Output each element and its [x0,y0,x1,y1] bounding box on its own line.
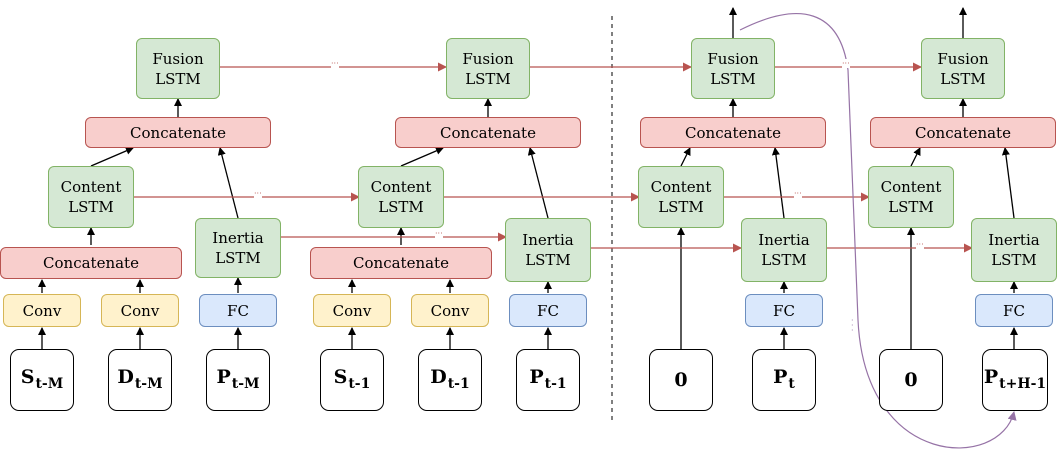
inertia-lstm-4: Inertia LSTM [971,218,1057,282]
conv-4: Conv [411,294,489,327]
input-label: Pt-1 [529,365,567,392]
fusion-lstm-2: Fusion LSTM [446,38,530,99]
fc-label: FC [537,301,559,320]
conv-3: Conv [313,294,391,327]
input-d-t-minus-m: Dt-M [108,349,172,411]
fusion-lstm-label-line2: LSTM [940,69,986,88]
concat-label: Concatenate [685,123,781,142]
fc-label: FC [1003,301,1025,320]
ellipsis-content-2: ··· [794,189,802,198]
inertia-lstm-1: Inertia LSTM [195,218,281,278]
input-label: Pt+H-1 [983,365,1047,392]
ellipsis-feedback: ··· [851,316,854,335]
input-s-t-minus-1: St-1 [320,349,384,411]
content-lstm-label-line1: Content [60,178,122,196]
conv-label: Conv [120,301,160,320]
concat-bottom-1: Concatenate [0,247,182,279]
fusion-lstm-label-line1: Fusion [152,49,204,68]
fusion-lstm-1: Fusion LSTM [136,38,220,99]
inertia-lstm-label-line2: LSTM [761,251,807,269]
fusion-lstm-label-line2: LSTM [155,69,201,88]
input-label: Dt-1 [430,365,470,392]
concat-label: Concatenate [130,123,226,142]
fusion-lstm-label-line1: Fusion [462,49,514,68]
ellipsis-fusion-1: ··· [331,59,339,68]
content-lstm-label-line2: LSTM [658,198,704,216]
inertia-lstm-label-line2: LSTM [991,251,1037,269]
fusion-lstm-label-line2: LSTM [465,69,511,88]
input-label: 0 [674,369,688,391]
input-p-t: Pt [752,349,816,411]
input-p-t-plus-h-minus-1: Pt+H-1 [982,349,1048,411]
concat-top-3: Concatenate [640,117,826,148]
fusion-lstm-3: Fusion LSTM [691,38,775,99]
fc-4: FC [975,294,1053,327]
input-label: St-M [20,365,64,392]
input-s-t-minus-m: St-M [10,349,74,411]
content-lstm-label-line2: LSTM [888,198,934,216]
concat-top-2: Concatenate [395,117,581,148]
inertia-lstm-label-line2: LSTM [525,251,571,269]
conv-label: Conv [430,301,470,320]
input-label: St-1 [333,365,371,392]
content-lstm-label-line1: Content [370,178,432,196]
ellipsis-content-1: ··· [254,189,262,198]
input-label: Pt [773,365,795,392]
inertia-lstm-label-line1: Inertia [758,231,810,249]
input-arrows [38,7,1018,349]
fusion-lstm-label-line1: Fusion [707,49,759,68]
fc-1: FC [199,294,277,327]
conv-label: Conv [332,301,372,320]
content-lstm-1: Content LSTM [48,166,134,228]
concat-top-1: Concatenate [85,117,271,148]
input-p-t-minus-1: Pt-1 [516,349,580,411]
fc-label: FC [227,301,249,320]
content-lstm-label-line2: LSTM [378,198,424,216]
concat-top-4: Concatenate [870,117,1056,148]
conv-1: Conv [3,294,81,327]
fc-2: FC [509,294,587,327]
recurrent-arrows [134,62,973,253]
concat-label: Concatenate [353,254,449,272]
input-label: Dt-M [117,365,163,392]
ellipsis-inertia-2: ··· [916,240,924,249]
inertia-lstm-label-line1: Inertia [522,231,574,249]
concat-label: Concatenate [43,254,139,272]
content-lstm-label-line1: Content [650,178,712,196]
input-d-t-minus-1: Dt-1 [418,349,482,411]
fusion-lstm-label-line1: Fusion [937,49,989,68]
inertia-lstm-2: Inertia LSTM [505,218,591,282]
fusion-lstm-label-line2: LSTM [710,69,756,88]
content-lstm-2: Content LSTM [358,166,444,228]
content-lstm-3: Content LSTM [638,166,724,228]
inertia-lstm-label-line1: Inertia [212,229,264,247]
input-label: 0 [904,369,918,391]
input-label: Pt-M [216,365,260,392]
inertia-lstm-3: Inertia LSTM [741,218,827,282]
concat-label: Concatenate [440,123,536,142]
content-lstm-4: Content LSTM [868,166,954,228]
concat-bottom-2: Concatenate [310,247,492,279]
conv-label: Conv [22,301,62,320]
fc-label: FC [773,301,795,320]
conv-2: Conv [101,294,179,327]
ellipsis-fusion-2: ··· [842,59,850,68]
input-zero-2: 0 [879,349,943,411]
inertia-lstm-label-line1: Inertia [988,231,1040,249]
input-p-t-minus-m: Pt-M [206,349,270,411]
inertia-lstm-label-line2: LSTM [215,249,261,267]
fc-3: FC [745,294,823,327]
content-lstm-label-line2: LSTM [68,198,114,216]
feedback-arrow [739,13,1017,449]
ellipsis-inertia-1: ··· [435,229,443,238]
concat-label: Concatenate [915,123,1011,142]
input-zero-1: 0 [649,349,713,411]
content-lstm-label-line1: Content [880,178,942,196]
fusion-lstm-4: Fusion LSTM [921,38,1005,99]
